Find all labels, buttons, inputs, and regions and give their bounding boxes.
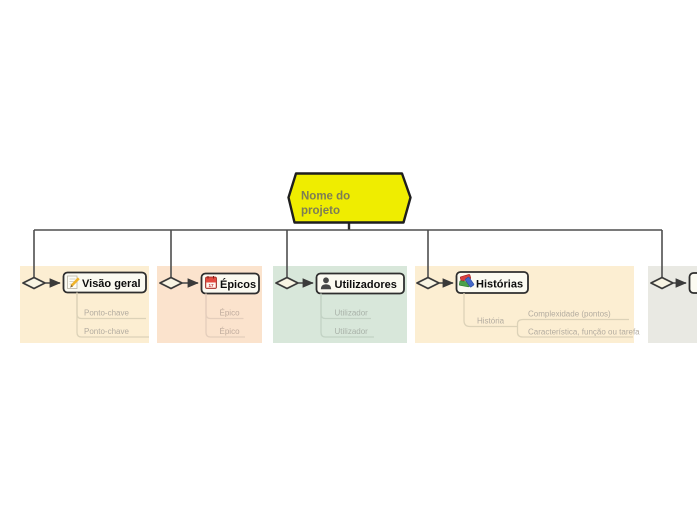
topic-label-epicos[interactable]: Épicos <box>220 278 256 291</box>
root-topic-label[interactable]: Nome do projeto <box>301 191 353 218</box>
user-icon <box>320 277 332 290</box>
subtopic-label[interactable]: Característica, função ou tarefa <box>528 328 640 337</box>
subtopic-line-visao-geral-2 <box>76 292 149 338</box>
root-hexagon-shape[interactable] <box>287 172 412 224</box>
topic-label-utilizadores[interactable]: Utilizadores <box>335 279 397 291</box>
books-icon <box>459 274 475 288</box>
subtopic-label-historia[interactable]: História <box>477 317 505 326</box>
calendar-icon: 17 <box>205 276 217 289</box>
calendar-day-label: 17 <box>208 283 214 288</box>
branch-epicos: 17 Épicos Épico Épico <box>159 272 260 338</box>
branch-5-clipped <box>650 272 697 294</box>
subtopic-label[interactable]: Utilizador <box>335 309 369 318</box>
subtopic-line-historia <box>463 293 512 328</box>
subtopic-label[interactable]: Ponto-chave <box>84 327 129 336</box>
subtopic-label[interactable]: Complexidade (pontos) <box>528 310 611 319</box>
branch-historias: Histórias História Complexidade (pontos)… <box>416 271 640 338</box>
topic-box-visao-geral[interactable] <box>62 271 147 294</box>
subtopic-label[interactable]: Ponto-chave <box>84 309 129 318</box>
topic-box-branch-5[interactable] <box>688 272 697 294</box>
topic-label-visao-geral[interactable]: Visão geral <box>82 278 141 290</box>
topic-box-utilizadores[interactable] <box>315 272 405 295</box>
topic-box-historias[interactable] <box>455 271 529 294</box>
topic-label-historias[interactable]: Histórias <box>476 279 523 291</box>
subtopic-label[interactable]: Épico <box>220 327 241 336</box>
subtopic-label[interactable]: Épico <box>220 309 241 318</box>
branch-utilizadores: Utilizadores Utilizador Utilizador <box>275 272 405 338</box>
subtopic-line-utilizadores-2 <box>320 293 374 338</box>
branch-visao-geral: Visão geral Ponto-chave Ponto-chave <box>22 271 149 338</box>
memo-pencil-icon <box>67 275 80 289</box>
subtopic-label[interactable]: Utilizador <box>335 327 369 336</box>
subtopic-bracket-historia <box>512 318 524 338</box>
root-topic[interactable]: Nome do projeto <box>287 172 412 224</box>
subtopic-line-epicos-2 <box>205 293 245 338</box>
